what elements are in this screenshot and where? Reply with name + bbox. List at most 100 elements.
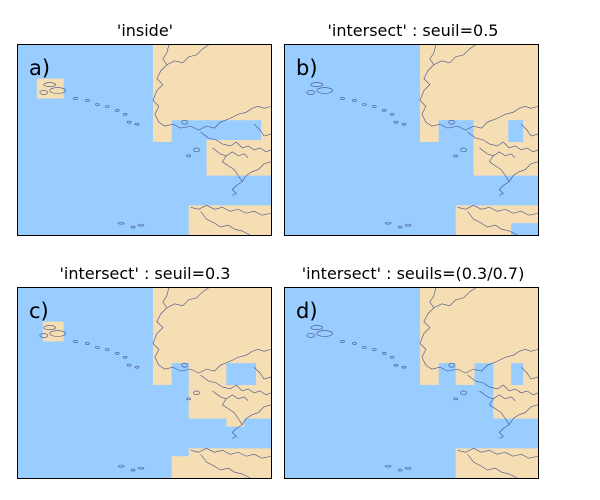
coastline-segment <box>212 390 271 426</box>
sea-cutouts <box>171 120 262 146</box>
panel-b-map-svg <box>306 45 538 235</box>
sea-cell <box>226 363 257 385</box>
island-outline <box>186 397 191 401</box>
island-outline <box>310 82 323 87</box>
island-outline <box>362 346 367 349</box>
island-outline <box>310 325 323 330</box>
island-outline <box>384 464 392 468</box>
land-mask <box>419 45 538 235</box>
coastline-segment <box>419 45 538 131</box>
land-cell <box>455 448 538 478</box>
coastline-segment <box>479 390 538 426</box>
coastline-segment <box>467 374 538 396</box>
islands <box>306 82 467 229</box>
coastline-segment <box>166 45 209 66</box>
island-outline <box>122 112 128 116</box>
island-outline <box>401 365 407 369</box>
island-outline <box>316 87 333 94</box>
island-outline <box>130 468 136 472</box>
island-outline <box>49 87 66 94</box>
panel-d-title: 'intersect' : seuils=(0.3/0.7) <box>301 264 525 283</box>
land-cell <box>206 140 271 176</box>
island-outline <box>340 340 345 343</box>
island-outline <box>126 120 132 124</box>
land-cell <box>473 120 538 176</box>
island-outline <box>448 119 455 125</box>
island-outline <box>39 90 49 95</box>
island-outline <box>181 119 188 125</box>
sea-cutouts <box>511 363 524 385</box>
island-outline <box>186 154 191 158</box>
island-outline <box>137 466 145 470</box>
panel-d-label: d) <box>296 299 318 323</box>
land-cell <box>419 45 538 121</box>
panel-a-title: 'inside' <box>116 21 174 40</box>
sea-cell <box>171 363 189 385</box>
island-outline <box>404 223 412 227</box>
island-outline <box>130 225 136 229</box>
panel-d-map-svg <box>306 288 538 478</box>
island-outline <box>381 352 387 355</box>
panel-c-map: c) <box>17 287 272 479</box>
island-outline <box>134 122 140 126</box>
sea-cutouts <box>438 120 538 235</box>
island-outline <box>122 355 128 359</box>
land-cell <box>152 363 172 385</box>
islands <box>306 325 467 472</box>
island-outline <box>448 362 455 368</box>
coastline-segment <box>226 151 249 159</box>
land-cell <box>419 120 439 142</box>
coastline-segment <box>498 424 510 439</box>
panel-a-label: a) <box>29 56 51 80</box>
coastline-segment <box>457 204 538 216</box>
island-outline <box>352 342 357 345</box>
panel-a-map: a) <box>17 44 272 236</box>
island-outline <box>460 147 467 153</box>
island-outline <box>39 333 49 338</box>
land-cell <box>42 321 64 342</box>
coastline-segment <box>457 447 538 459</box>
coastline-segment <box>520 123 538 137</box>
land-cell <box>455 363 475 385</box>
island-outline <box>306 90 316 95</box>
island-outline <box>126 363 132 367</box>
coastline <box>419 45 538 235</box>
island-outline <box>95 346 100 349</box>
island-outline <box>137 223 145 227</box>
coastline-segment <box>190 447 271 459</box>
panel-c-map-svg <box>39 288 271 478</box>
island-outline <box>393 120 399 124</box>
island-outline <box>73 97 78 100</box>
coastline-segment <box>433 288 476 309</box>
coastline-segment <box>200 454 251 478</box>
coastline-segment <box>520 366 538 380</box>
panel-a-map-svg <box>36 45 271 235</box>
island-outline <box>193 147 200 153</box>
coastline-segment <box>493 394 516 402</box>
island-outline <box>393 363 399 367</box>
sea-cell <box>171 448 189 457</box>
island-outline <box>73 340 78 343</box>
coastline-segment <box>231 181 243 196</box>
island-outline <box>372 105 377 108</box>
island-outline <box>389 355 395 359</box>
coastline-segment <box>493 151 516 159</box>
coastline-segment <box>467 454 518 478</box>
sea-cutouts <box>171 363 257 457</box>
panel-b-label: b) <box>296 56 318 80</box>
island-outline <box>85 342 90 345</box>
island-outline <box>49 330 66 337</box>
coastline-segment <box>166 288 209 309</box>
island-outline <box>43 325 56 330</box>
sea-cell <box>171 140 207 146</box>
land-cell <box>419 288 538 364</box>
coastline-segment <box>467 131 538 153</box>
island-outline <box>362 103 367 106</box>
coastline-segment <box>152 288 271 374</box>
coastline-segment <box>226 394 249 402</box>
sea-cell <box>171 120 262 140</box>
island-outline <box>114 352 120 355</box>
island-outline <box>85 99 90 102</box>
land-cell <box>419 363 439 385</box>
land-cell <box>226 410 245 427</box>
